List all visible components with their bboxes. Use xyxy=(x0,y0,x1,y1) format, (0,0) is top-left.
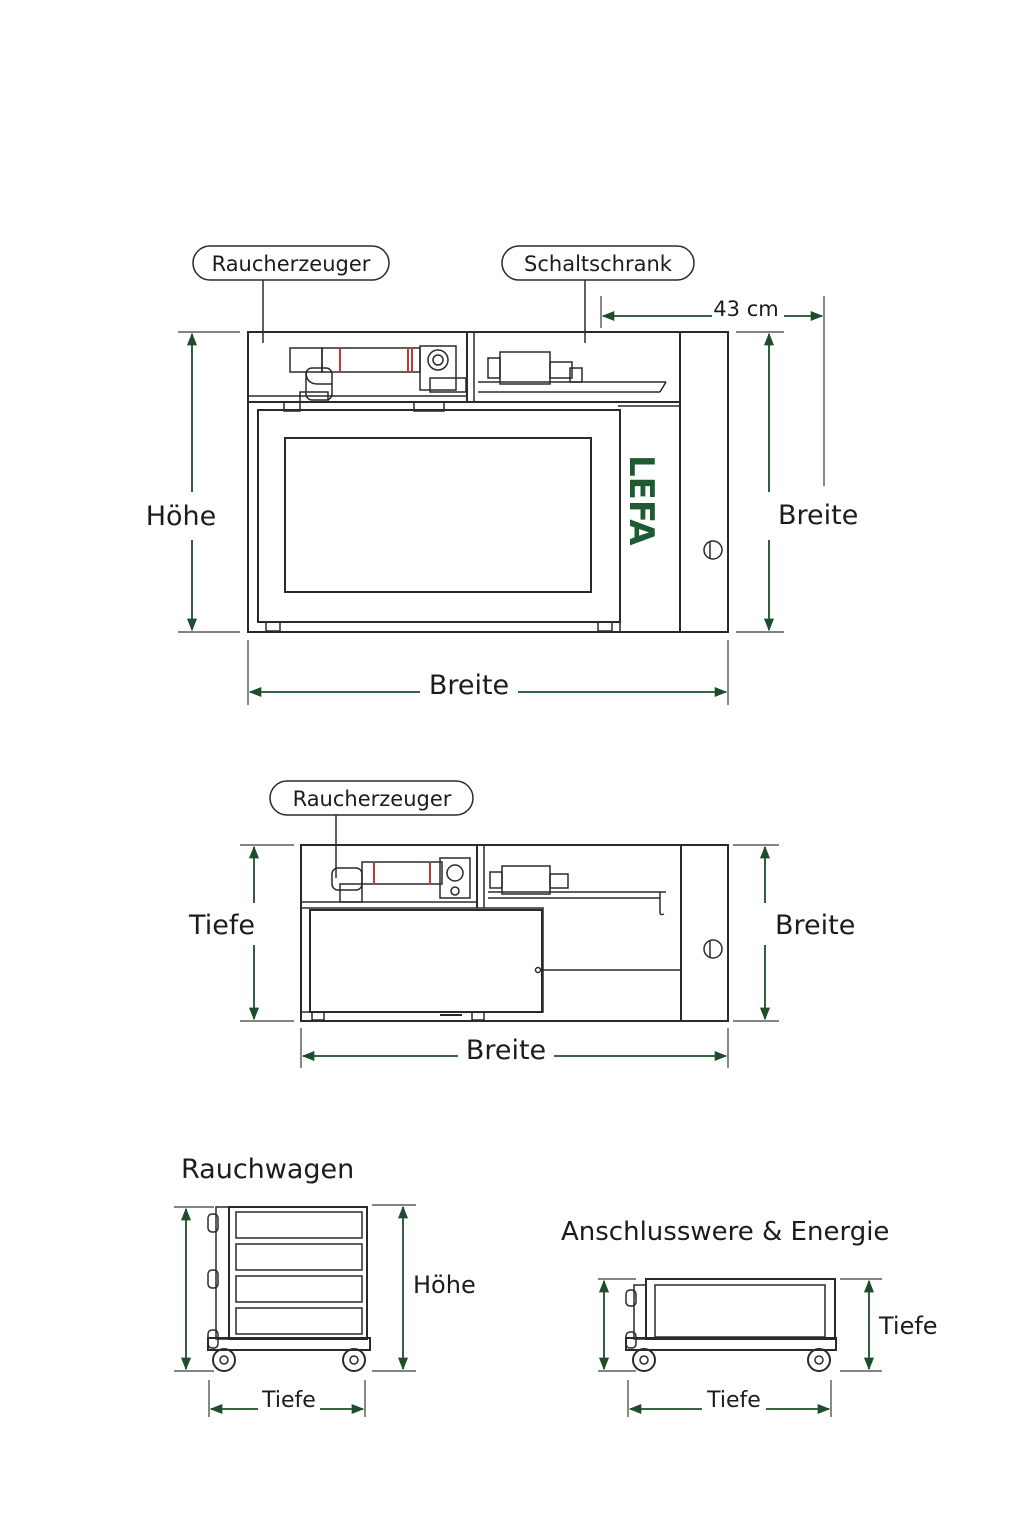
front-housing xyxy=(247,331,729,633)
callout-smoke-generator-top: Raucherzeuger xyxy=(269,780,474,878)
connection-title: Anschlusswere & Energie xyxy=(561,1217,889,1247)
top-housing xyxy=(300,844,729,1022)
trolley-wheel-icon xyxy=(212,1348,236,1372)
dim-cart-right: Tiefe xyxy=(840,1278,938,1372)
callout-control-cabinet: Schaltschrank xyxy=(501,245,695,343)
dim-cabinet-width-label: 43 cm xyxy=(713,297,778,321)
cart-wheel-icon xyxy=(807,1348,831,1372)
smoke-generator-top-assembly xyxy=(331,857,471,903)
lefa-logo: LEFA xyxy=(621,455,661,546)
dim-right-width-label: Breite xyxy=(778,500,858,531)
dim-depth-top-label: Tiefe xyxy=(188,910,255,941)
chamber-door xyxy=(257,409,621,623)
dim-width-top-label: Breite xyxy=(466,1035,546,1066)
dim-trolley-depth-label: Tiefe xyxy=(261,1388,316,1413)
dim-cabinet-width: 43 cm xyxy=(600,296,825,486)
dim-height-label: Höhe xyxy=(146,501,217,532)
dim-cart-left xyxy=(598,1278,636,1372)
dim-cart-bottom-label: Tiefe xyxy=(706,1388,761,1413)
dim-right-width-top: Breite xyxy=(733,844,855,1022)
front-view: Raucherzeuger Schaltschrank xyxy=(146,245,858,705)
callout-smoke-generator-label: Raucherzeuger xyxy=(212,252,371,276)
callout-smoke-generator: Raucherzeuger xyxy=(192,245,390,343)
dim-trolley-height: Höhe xyxy=(372,1204,476,1372)
trolley-title: Rauchwagen xyxy=(181,1154,354,1185)
dim-width: Breite xyxy=(247,640,729,705)
dim-height: Höhe xyxy=(146,331,240,633)
dim-cart-right-label: Tiefe xyxy=(878,1312,938,1340)
top-view: Raucherzeuger xyxy=(188,780,855,1068)
callout-control-cabinet-label: Schaltschrank xyxy=(524,252,673,276)
dim-width-label: Breite xyxy=(429,670,509,701)
smoke-generator-assembly xyxy=(289,345,467,403)
top-chamber xyxy=(309,909,543,1013)
control-motor-top-assembly xyxy=(488,865,666,916)
top-door-knob-icon xyxy=(703,939,723,959)
dim-trolley-height-label: Höhe xyxy=(413,1271,476,1299)
dim-right-width: Breite xyxy=(736,331,858,633)
dim-trolley-left xyxy=(174,1206,214,1372)
control-motor-assembly xyxy=(478,351,667,393)
cart-wheel-icon xyxy=(632,1348,656,1372)
connection-view: Anschlusswere & Energie Tiefe xyxy=(561,1217,938,1417)
dim-cart-bottom: Tiefe xyxy=(627,1380,832,1417)
trolley-wheel-icon xyxy=(342,1348,366,1372)
cart-frame xyxy=(645,1278,836,1340)
door-window xyxy=(284,437,592,593)
door-knob-icon xyxy=(703,540,723,560)
dim-right-width-top-label: Breite xyxy=(775,910,855,941)
dim-trolley-depth: Tiefe xyxy=(208,1380,366,1417)
trolley-frame xyxy=(228,1206,368,1340)
dim-depth-top: Tiefe xyxy=(188,844,294,1022)
callout-smoke-generator-top-label: Raucherzeuger xyxy=(293,787,452,811)
trolley-view: Rauchwagen Höhe xyxy=(174,1154,476,1417)
dim-width-top: Breite xyxy=(300,1028,729,1068)
